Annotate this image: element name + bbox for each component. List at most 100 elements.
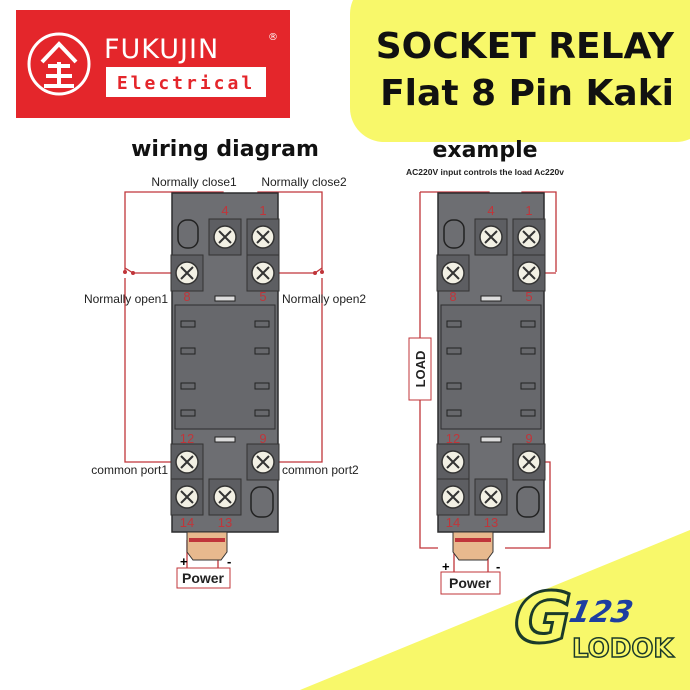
load-box: [408, 337, 432, 401]
label-normally-open1: Normally open1: [84, 292, 168, 306]
label-normally-close1: Normally close1: [151, 175, 237, 189]
power-label-left: Power: [182, 570, 225, 586]
pin-slot: [254, 347, 270, 355]
pin-number-label: 13: [484, 515, 498, 530]
headline-line2: Flat 8 Pin Kaki: [380, 73, 674, 114]
label-normally-open2: Normally open2: [282, 292, 366, 306]
screw-cross: [446, 490, 460, 504]
pin-number-label: 5: [525, 289, 532, 304]
pin-number-label: 12: [446, 431, 460, 446]
retaining-clip: [186, 531, 228, 561]
screw-cross: [522, 266, 536, 280]
fukujin-logo: FUKUJIN ® Electrical: [16, 10, 290, 118]
pin-slot: [446, 382, 462, 390]
pin-slot: [520, 320, 536, 328]
wire-example-common: [505, 461, 551, 549]
relay-plug-area: [440, 304, 542, 430]
plus-label-left: +: [180, 554, 188, 569]
latch-slot: [214, 295, 236, 302]
mounting-hole: [516, 486, 540, 518]
example-subtitle: AC220V input controls the load Ac220v: [406, 167, 564, 177]
relay-socket-example: 4 1 8 5 12 9 14 13: [436, 192, 546, 561]
wire-example-load: [419, 192, 438, 549]
screw-cross: [256, 266, 270, 280]
headline-line1: SOCKET RELAY: [376, 26, 675, 67]
latch-slot: [480, 436, 502, 443]
pin-slot: [520, 347, 536, 355]
brand-emblem-icon: [27, 32, 91, 96]
pin-number-label: 14: [446, 515, 460, 530]
pin-slot: [254, 382, 270, 390]
pin-number-label: 4: [487, 203, 494, 218]
headline-background: [350, 0, 690, 142]
power-box-left: [176, 567, 231, 589]
screw-cross: [180, 455, 194, 469]
pin-number-label: 12: [180, 431, 194, 446]
latch-slot: [480, 295, 502, 302]
pin-slot: [446, 409, 462, 417]
pin-slot: [180, 320, 196, 328]
clip-bar: [455, 538, 491, 542]
label-normally-close2: Normally close2: [261, 175, 347, 189]
pin-slot: [446, 347, 462, 355]
pin-slot: [254, 320, 270, 328]
brand-subtitle: Electrical: [117, 73, 255, 94]
switch-contact-dot: [320, 270, 324, 274]
pin-number-label: 9: [259, 431, 266, 446]
pin-number-label: 1: [259, 203, 266, 218]
screw-cross: [522, 230, 536, 244]
minus-label-left: -: [227, 554, 231, 569]
wiring-diagram-title: wiring diagram: [131, 137, 319, 162]
seller-logo-name: LODOK: [572, 634, 674, 664]
switch-contact-dot: [123, 270, 127, 274]
pin-number-label: 13: [218, 515, 232, 530]
screw-cross: [218, 230, 232, 244]
screw-cross: [484, 230, 498, 244]
screw-cross: [180, 490, 194, 504]
screw-cross: [180, 266, 194, 280]
screw-cross: [218, 490, 232, 504]
pin-slot: [446, 320, 462, 328]
retaining-clip: [452, 531, 494, 561]
pin-number-label: 8: [183, 289, 190, 304]
screw-cross: [522, 455, 536, 469]
minus-label-right: -: [496, 559, 500, 574]
pin-slot: [180, 382, 196, 390]
switch-contact-dot: [313, 271, 317, 275]
pin-slot: [520, 409, 536, 417]
load-label: LOAD: [413, 351, 428, 388]
pin-slot: [520, 382, 536, 390]
registered-mark: ®: [268, 32, 278, 43]
wire-common-port2: [278, 278, 323, 463]
screw-cross: [256, 230, 270, 244]
mounting-hole: [177, 219, 199, 249]
wire-common-port1: [124, 278, 172, 463]
power-box-right: [440, 571, 501, 595]
pin-slot: [180, 347, 196, 355]
power-label-right: Power: [449, 575, 492, 591]
pin-number-label: 8: [449, 289, 456, 304]
plus-label-right: +: [442, 559, 450, 574]
footer-background-2: [350, 560, 690, 690]
screw-cross: [446, 455, 460, 469]
screw-cross: [484, 490, 498, 504]
screw-cross: [256, 455, 270, 469]
clip-bar: [189, 538, 225, 542]
pin-number-label: 5: [259, 289, 266, 304]
pin-slot: [254, 409, 270, 417]
example-title: example: [432, 138, 537, 163]
pin-number-label: 9: [525, 431, 532, 446]
label-common-port2: common port2: [282, 463, 359, 477]
pin-number-label: 1: [525, 203, 532, 218]
mounting-hole: [443, 219, 465, 249]
seller-logo-number: 123: [566, 595, 636, 630]
switch-contact-dot: [131, 271, 135, 275]
pin-slot: [180, 409, 196, 417]
brand-name: FUKUJIN: [104, 34, 219, 65]
mounting-hole: [250, 486, 274, 518]
relay-plug-area: [174, 304, 276, 430]
pin-number-label: 4: [221, 203, 228, 218]
